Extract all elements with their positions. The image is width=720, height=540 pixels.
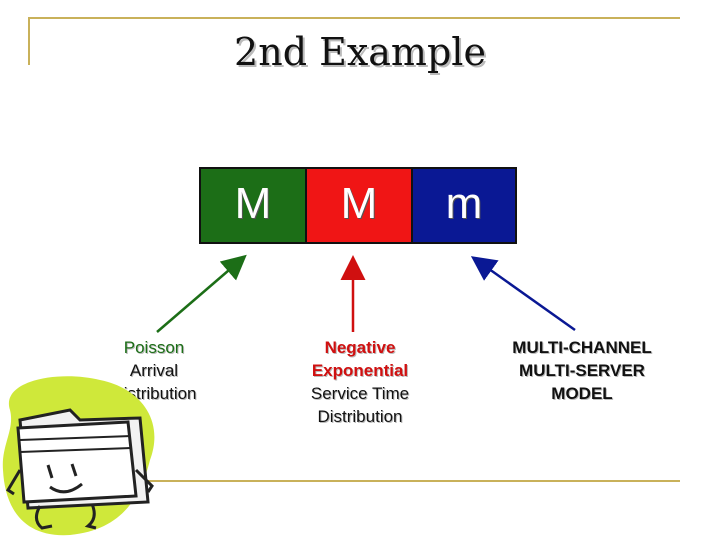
arrival-box: M (199, 167, 307, 244)
service-box: M (305, 167, 413, 244)
frame-top-line (28, 17, 680, 19)
frame-bottom-line (130, 480, 680, 482)
service-letter: M (340, 179, 378, 228)
arrival-label-line1: Poisson (123, 338, 185, 357)
servers-label-line2: MULTI-SERVER (519, 361, 645, 380)
servers-box: m (411, 167, 517, 244)
frame-left-line (28, 17, 30, 65)
service-label-line3: Service Time (310, 384, 410, 403)
slide-title: 2nd Example (234, 30, 486, 74)
service-label-line2: Exponential (311, 361, 409, 380)
servers-arrow (470, 256, 576, 332)
servers-label: MULTI-CHANNEL MULTI-SERVER MODEL (492, 336, 672, 405)
service-label: Negative Exponential Service Time Distri… (288, 336, 432, 428)
servers-label-line3: MODEL (551, 384, 613, 403)
arrival-arrow (156, 254, 247, 333)
servers-letter: m (445, 179, 483, 228)
folder-character-clipart (2, 376, 155, 536)
servers-label-line1: MULTI-CHANNEL (512, 338, 652, 357)
arrival-letter: M (234, 179, 272, 228)
arrival-label-line2: Arrival (129, 361, 179, 380)
service-label-line1: Negative (324, 338, 396, 357)
service-label-line4: Distribution (317, 407, 403, 426)
